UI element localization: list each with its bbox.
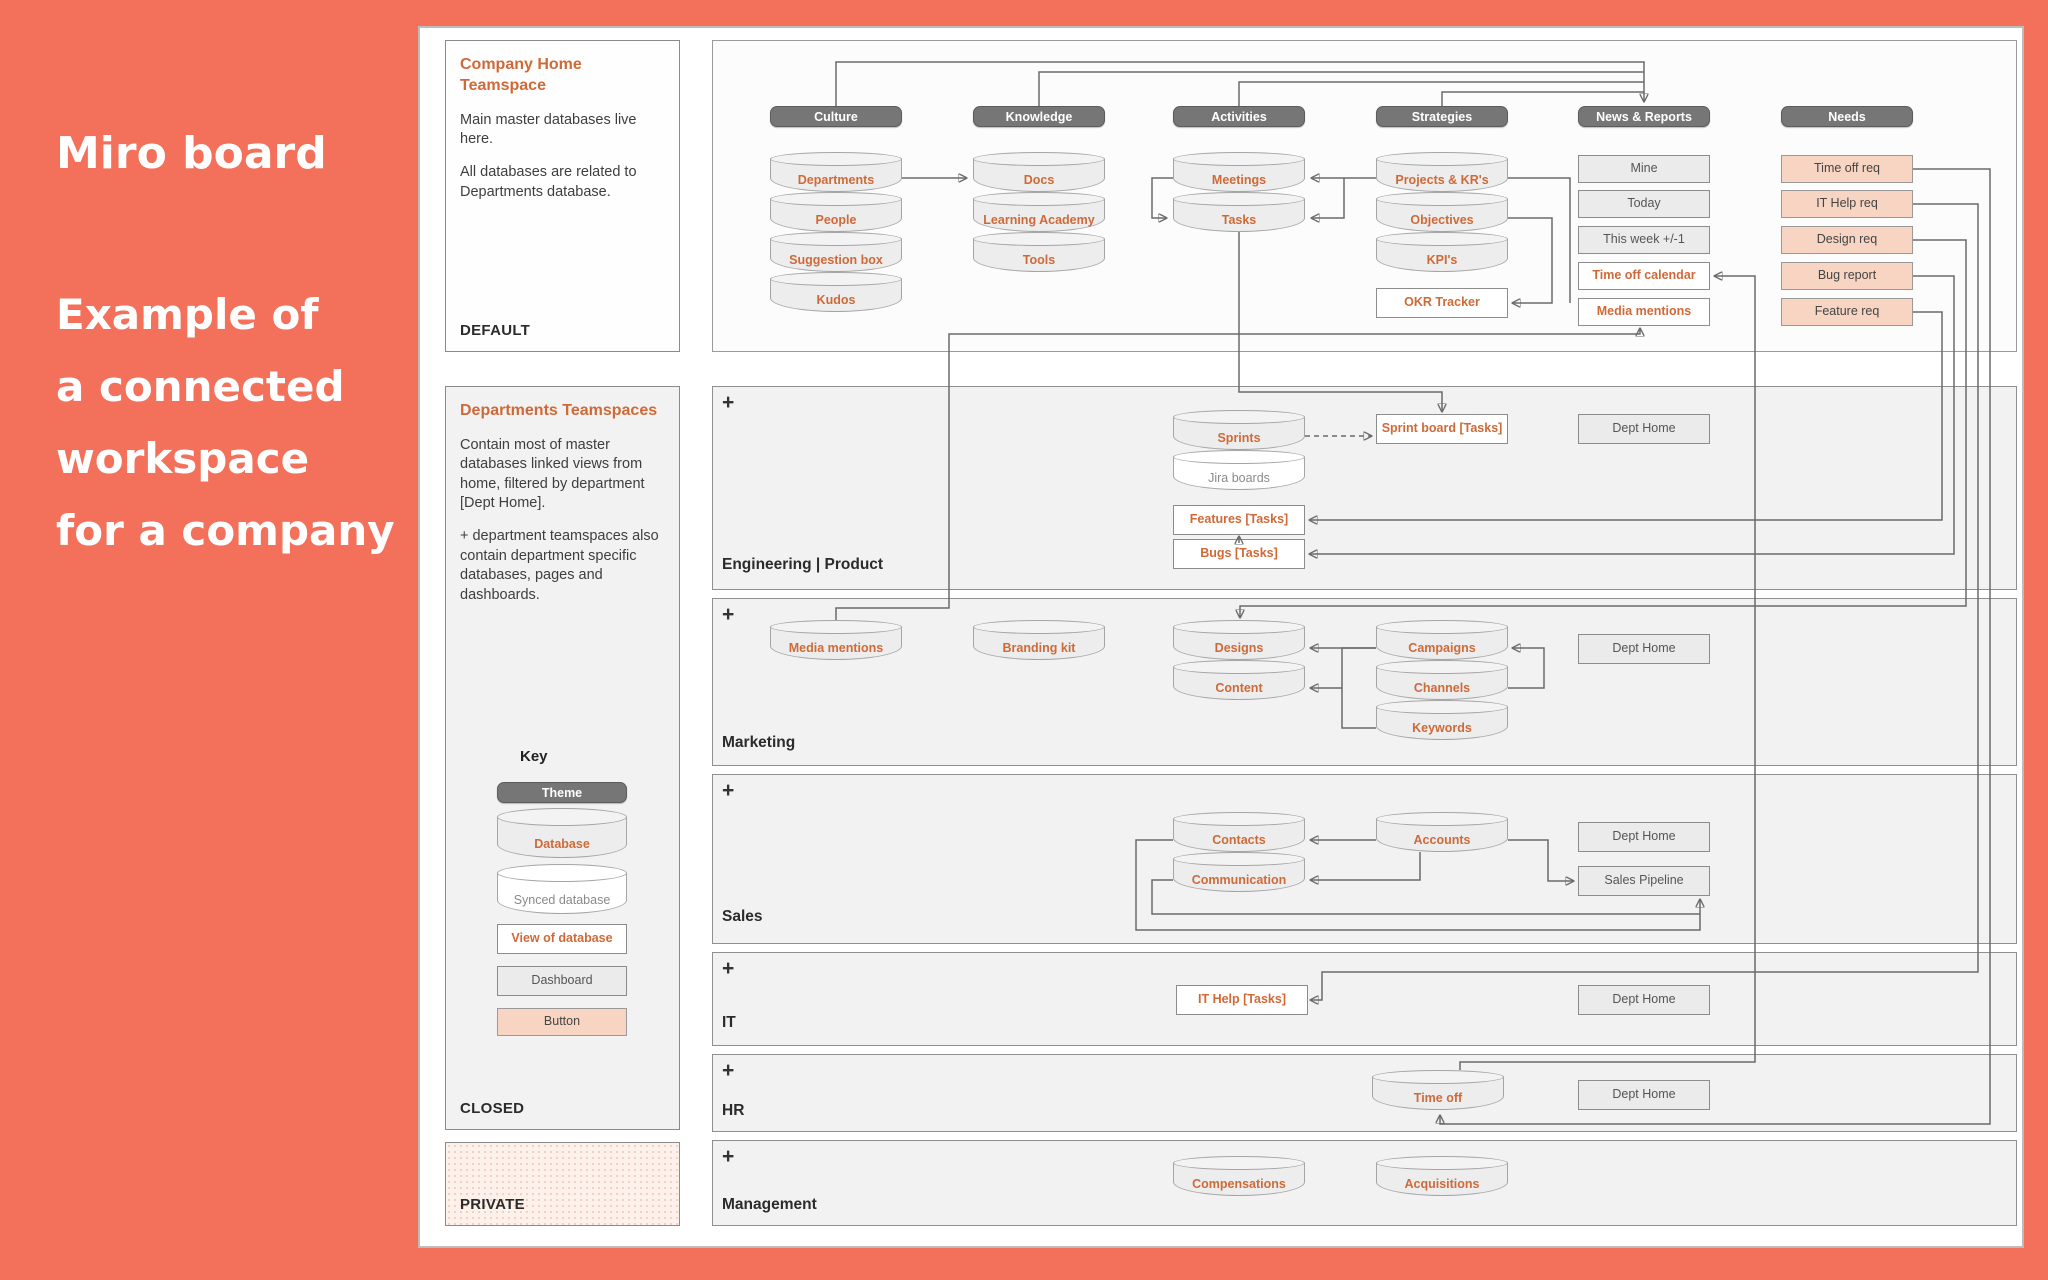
panel-body: Main master databases live here. <box>460 111 637 148</box>
key-database-sample: Database <box>497 808 627 858</box>
button-design-req[interactable]: Design req <box>1781 226 1913 254</box>
plus-icon: + <box>722 603 735 626</box>
db-docs[interactable]: Docs <box>973 152 1105 192</box>
key-dashboard-sample: Dashboard <box>497 966 627 996</box>
row-label-management: Management <box>722 1196 817 1213</box>
dashboard-dept-home-sales[interactable]: Dept Home <box>1578 822 1710 852</box>
theme-pill-activities[interactable]: Activities <box>1173 106 1305 127</box>
db-projects-krs[interactable]: Projects & KR's <box>1376 152 1508 192</box>
db-people[interactable]: People <box>770 192 902 232</box>
button-it-help-req[interactable]: IT Help req <box>1781 190 1913 218</box>
plus-icon: + <box>722 779 735 802</box>
panel-title: Departments Teamspaces <box>460 402 658 419</box>
theme-pill-culture[interactable]: Culture <box>770 106 902 127</box>
key-view-of-database-sample: View of database <box>497 924 627 954</box>
db-keywords[interactable]: Keywords <box>1376 700 1508 740</box>
row-label-engineering: Engineering | Product <box>722 556 884 573</box>
caption-line: Example of <box>56 290 319 339</box>
button-feature-req[interactable]: Feature req <box>1781 298 1913 326</box>
row-management <box>712 1140 2017 1226</box>
key-synced-database-sample: Synced database <box>497 864 627 914</box>
dashboard-dept-home-marketing[interactable]: Dept Home <box>1578 634 1710 664</box>
db-accounts[interactable]: Accounts <box>1376 812 1508 852</box>
view-features-tasks[interactable]: Features [Tasks] <box>1173 505 1305 535</box>
db-designs[interactable]: Designs <box>1173 620 1305 660</box>
db-media-mentions[interactable]: Media mentions <box>770 620 902 660</box>
dashboard-dept-home-it[interactable]: Dept Home <box>1578 985 1710 1015</box>
panel-company-home-teamspace[interactable]: Company Home Teamspace Main master datab… <box>445 40 680 352</box>
view-time-off-calendar[interactable]: Time off calendar <box>1578 262 1710 290</box>
row-sales <box>712 774 2017 944</box>
dashboard-this-week[interactable]: This week +/-1 <box>1578 226 1710 254</box>
panel-footer-default: DEFAULT <box>460 322 531 339</box>
dashboard-dept-home-hr[interactable]: Dept Home <box>1578 1080 1710 1110</box>
panel-footer-private: PRIVATE <box>460 1196 525 1213</box>
db-channels[interactable]: Channels <box>1376 660 1508 700</box>
db-campaigns[interactable]: Campaigns <box>1376 620 1508 660</box>
view-media-mentions[interactable]: Media mentions <box>1578 298 1710 326</box>
caption-heading: Miro board <box>56 128 327 179</box>
db-suggestion-box[interactable]: Suggestion box <box>770 232 902 272</box>
dashboard-mine[interactable]: Mine <box>1578 155 1710 183</box>
plus-icon: + <box>722 957 735 980</box>
dashboard-dept-home-engineering[interactable]: Dept Home <box>1578 414 1710 444</box>
theme-pill-strategies[interactable]: Strategies <box>1376 106 1508 127</box>
db-tasks[interactable]: Tasks <box>1173 192 1305 232</box>
row-marketing <box>712 598 2017 766</box>
view-bugs-tasks[interactable]: Bugs [Tasks] <box>1173 539 1305 569</box>
key-theme-sample: Theme <box>497 782 627 803</box>
view-okr-tracker[interactable]: OKR Tracker <box>1376 288 1508 318</box>
db-kudos[interactable]: Kudos <box>770 272 902 312</box>
panel-private[interactable]: PRIVATE <box>445 1142 680 1226</box>
db-meetings[interactable]: Meetings <box>1173 152 1305 192</box>
plus-icon: + <box>722 1059 735 1082</box>
plus-icon: + <box>722 1145 735 1168</box>
button-bug-report[interactable]: Bug report <box>1781 262 1913 290</box>
view-sprint-board-tasks[interactable]: Sprint board [Tasks] <box>1376 414 1508 444</box>
db-kpis[interactable]: KPI's <box>1376 232 1508 272</box>
key-button-sample: Button <box>497 1008 627 1036</box>
db-tools[interactable]: Tools <box>973 232 1105 272</box>
row-label-marketing: Marketing <box>722 734 796 751</box>
theme-pill-knowledge[interactable]: Knowledge <box>973 106 1105 127</box>
db-communication[interactable]: Communication <box>1173 852 1305 892</box>
row-hr <box>712 1054 2017 1132</box>
panel-body: Contain most of master databases linked … <box>460 436 645 512</box>
row-it <box>712 952 2017 1046</box>
panel-footer-closed: CLOSED <box>460 1100 525 1117</box>
panel-title: Company Home Teamspace <box>460 56 582 94</box>
theme-pill-needs[interactable]: Needs <box>1781 106 1913 127</box>
row-engineering-product <box>712 386 2017 590</box>
panel-body: + department teamspaces also contain dep… <box>460 528 659 603</box>
caption-line: for a company <box>56 506 395 555</box>
button-time-off-req[interactable]: Time off req <box>1781 155 1913 183</box>
caption-subheading: Example of a connected workspace for a c… <box>56 279 395 567</box>
dashboard-today[interactable]: Today <box>1578 190 1710 218</box>
caption-line: a connected <box>56 362 345 411</box>
db-compensations[interactable]: Compensations <box>1173 1156 1305 1196</box>
caption: Miro board Example of a connected worksp… <box>56 128 395 567</box>
plus-icon: + <box>722 391 735 414</box>
db-acquisitions[interactable]: Acquisitions <box>1376 1156 1508 1196</box>
key-title: Key <box>520 748 548 765</box>
db-time-off[interactable]: Time off <box>1372 1070 1504 1110</box>
panel-departments-teamspaces[interactable]: Departments Teamspaces Contain most of m… <box>445 386 680 1130</box>
row-label-it: IT <box>722 1014 736 1031</box>
row-label-hr: HR <box>722 1102 745 1119</box>
dashboard-sales-pipeline[interactable]: Sales Pipeline <box>1578 866 1710 896</box>
db-sprints[interactable]: Sprints <box>1173 410 1305 450</box>
db-learning-academy[interactable]: Learning Academy <box>973 192 1105 232</box>
view-it-help-tasks[interactable]: IT Help [Tasks] <box>1176 985 1308 1015</box>
db-branding-kit[interactable]: Branding kit <box>973 620 1105 660</box>
db-content[interactable]: Content <box>1173 660 1305 700</box>
db-objectives[interactable]: Objectives <box>1376 192 1508 232</box>
panel-body: All databases are related to Departments… <box>460 164 637 200</box>
db-departments[interactable]: Departments <box>770 152 902 192</box>
theme-pill-news-reports[interactable]: News & Reports <box>1578 106 1710 127</box>
caption-line: workspace <box>56 434 310 483</box>
row-label-sales: Sales <box>722 908 763 925</box>
db-contacts[interactable]: Contacts <box>1173 812 1305 852</box>
synced-db-jira-boards[interactable]: Jira boards <box>1173 450 1305 490</box>
